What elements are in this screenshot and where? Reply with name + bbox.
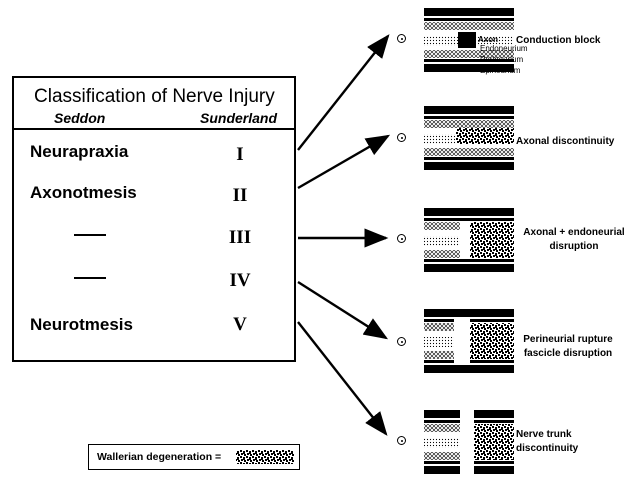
epineurium-band <box>424 64 514 72</box>
endoneurium-band <box>424 438 460 448</box>
sunderland-ii: II <box>232 185 248 206</box>
epineurium-band <box>474 466 514 474</box>
seddon-axonotmesis: Axonotmesis <box>30 183 137 202</box>
perineurium-band <box>474 461 514 464</box>
injury-label-axonal-endoneurial: Axonal + endoneurial disruption <box>523 227 625 252</box>
wallerian-segment <box>456 128 514 144</box>
nerve-diagram <box>424 8 514 72</box>
cross-section-icon <box>397 234 406 243</box>
arrow <box>297 280 389 340</box>
perineurium-band <box>424 259 514 262</box>
injury-label-conduction-block: Conduction block <box>516 35 601 46</box>
arrow <box>297 34 390 151</box>
axon-label: Axon <box>478 35 498 44</box>
cross-section-icon <box>397 436 406 445</box>
perineurium-label: Perineurium <box>480 55 524 64</box>
wallerian-legend: Wallerian degeneration = <box>88 444 300 470</box>
epineurium-band <box>424 410 460 418</box>
seddon-neurapraxia: Neurapraxia <box>30 142 129 161</box>
endoneurium-band <box>424 50 514 58</box>
wallerian-segment <box>470 222 514 258</box>
seddon-neurotmesis: Neurotmesis <box>30 315 133 334</box>
cross-section-icon <box>397 337 406 346</box>
epineurium-band <box>424 309 514 317</box>
seddon-header: Seddon <box>54 110 106 126</box>
endoneurium-band <box>424 148 514 156</box>
perineurium-band <box>424 218 514 221</box>
nerve-diagram <box>424 106 514 170</box>
endoneurium-band <box>424 120 514 128</box>
arrow <box>297 321 388 436</box>
perineurium-band <box>474 420 514 423</box>
wallerian-swatch <box>236 450 294 464</box>
nerve-diagram <box>424 208 514 272</box>
sunderland-iv: IV <box>229 270 251 291</box>
sunderland-i: I <box>236 144 244 165</box>
classification-title: Classification of Nerve Injury <box>34 86 275 107</box>
nerve-diagrams <box>424 8 514 474</box>
perineurium-band <box>424 18 514 21</box>
perineurium-band <box>424 116 514 119</box>
epineurium-band <box>474 410 514 418</box>
perineurium-band <box>424 157 514 160</box>
header-divider <box>12 128 296 130</box>
wallerian-segment <box>474 424 514 460</box>
seddon-none-dash <box>74 277 106 279</box>
perineurial-gap <box>454 317 470 363</box>
epineurium-band <box>424 365 514 373</box>
sunderland-iii: III <box>228 227 252 248</box>
endoneurium-band <box>424 22 514 30</box>
epineurium-band <box>424 208 514 216</box>
perineurium-band <box>424 420 460 423</box>
sunderland-v: V <box>233 314 247 335</box>
nerve-diagram <box>424 410 514 474</box>
arrow <box>297 134 391 190</box>
epineurium-band <box>424 264 514 272</box>
injury-label-axonal-discontinuity: Axonal discontinuity <box>516 136 615 147</box>
epineurium-band <box>424 8 514 16</box>
axon-block <box>458 32 476 48</box>
epineurium-band <box>424 162 514 170</box>
endoneurium-label: Endoneurium <box>480 44 528 53</box>
injury-label-perineurial-rupture: Perineurial rupture fascicle disruption <box>523 334 613 359</box>
legend-label: Wallerian degeneration = <box>97 451 222 463</box>
wallerian-segment <box>470 323 514 359</box>
sunderland-header: Sunderland <box>200 110 278 126</box>
epineurium-band <box>424 466 460 474</box>
perineurium-band <box>424 461 460 464</box>
arrows <box>297 34 391 436</box>
epineurium-band <box>424 106 514 114</box>
endoneurium-band <box>424 424 460 432</box>
endoneurial-gap <box>460 222 470 258</box>
cross-section-icon <box>397 34 406 43</box>
seddon-none-dash <box>74 234 106 236</box>
epineurium-label: Epineurium <box>480 66 521 75</box>
endoneurium-band <box>424 452 460 460</box>
cross-section-icon <box>397 133 406 142</box>
nerve-diagram <box>424 309 514 373</box>
classification-box <box>12 76 296 362</box>
perineurium-band <box>424 59 514 62</box>
injury-label-trunk-discontinuity: Nerve trunk discontinuity <box>516 429 579 454</box>
